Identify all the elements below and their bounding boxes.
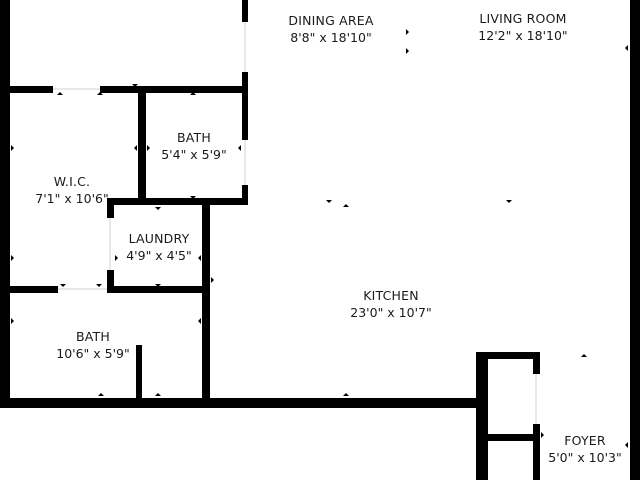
room-label-foyer: FOYER 5'0" x 10'3" — [530, 432, 640, 466]
marker-arrow — [97, 92, 103, 95]
marker-arrow — [625, 45, 628, 51]
marker-arrow — [506, 200, 512, 203]
wall-laundry-right — [202, 198, 210, 408]
marker-arrow — [343, 393, 349, 396]
room-name: DINING AREA — [288, 13, 374, 28]
marker-arrow — [406, 29, 409, 35]
wall-foyer-closet — [482, 434, 534, 441]
marker-arrow — [406, 48, 409, 54]
marker-arrow — [155, 393, 161, 396]
room-name: LAUNDRY — [128, 231, 190, 246]
marker-arrow — [190, 92, 196, 95]
marker-arrow — [11, 318, 14, 324]
room-name: LIVING ROOM — [479, 11, 567, 26]
room-dimensions: 10'6" x 5'9" — [56, 346, 130, 361]
wall-wic-bottom-left — [0, 286, 58, 293]
marker-arrow — [343, 204, 349, 207]
marker-arrow — [211, 277, 214, 283]
marker-arrow — [57, 92, 63, 95]
marker-arrow — [155, 284, 161, 287]
room-name: FOYER — [564, 433, 606, 448]
room-label-living-room: LIVING ROOM 12'2" x 18'10" — [458, 10, 588, 44]
wall-foyer-left — [476, 352, 488, 480]
wall-laundry-bottom — [107, 286, 210, 293]
room-dimensions: 23'0" x 10'7" — [350, 305, 432, 320]
room-name: BATH — [177, 130, 211, 145]
marker-arrow — [190, 196, 196, 199]
marker-arrow — [581, 354, 587, 357]
room-label-laundry: LAUNDRY 4'9" x 4'5" — [110, 230, 208, 264]
marker-arrow — [96, 284, 102, 287]
marker-arrow — [198, 318, 201, 324]
marker-arrow — [98, 393, 104, 396]
wall-left-outer — [0, 0, 10, 408]
room-name: KITCHEN — [363, 288, 419, 303]
wall-foyer-top — [482, 352, 540, 359]
marker-arrow — [11, 145, 14, 151]
room-name: BATH — [76, 329, 110, 344]
marker-arrow — [11, 255, 14, 261]
room-dimensions: 5'0" x 10'3" — [548, 450, 622, 465]
room-dimensions: 8'8" x 18'10" — [290, 30, 372, 45]
room-dimensions: 7'1" x 10'6" — [35, 191, 109, 206]
marker-arrow — [625, 442, 628, 448]
wall-foyer-right-top — [533, 352, 540, 374]
marker-arrow — [60, 284, 66, 287]
wall-bath-upper-right-low — [242, 185, 248, 205]
wall-laundry-left — [107, 198, 114, 218]
marker-arrow — [115, 255, 118, 261]
marker-arrow — [238, 145, 241, 151]
wall-bottom — [0, 398, 488, 408]
marker-arrow — [132, 84, 138, 87]
wall-upper-stub — [242, 0, 248, 22]
wall-lower-bath-stub — [136, 345, 142, 405]
marker-arrow — [541, 432, 544, 438]
wall-laundry-left-low — [107, 270, 114, 292]
wall-foyer-right-bottom — [533, 424, 540, 480]
wall-bath-laundry — [108, 198, 248, 205]
marker-arrow — [155, 207, 161, 210]
wall-wic-top-right — [100, 86, 248, 93]
wall-bath-upper-right — [242, 72, 248, 140]
marker-arrow — [326, 200, 332, 203]
dimension-markers — [11, 29, 628, 448]
marker-arrow — [134, 145, 137, 151]
room-name: W.I.C. — [53, 174, 91, 189]
door-openings — [53, 22, 537, 424]
room-dimensions: 5'4" x 5'9" — [161, 147, 227, 162]
room-label-dining-area: DINING AREA 8'8" x 18'10" — [266, 12, 396, 46]
room-label-wic: W.I.C. 7'1" x 10'6" — [22, 173, 122, 207]
marker-arrow — [198, 255, 201, 261]
room-dimensions: 12'2" x 18'10" — [478, 28, 568, 43]
room-label-bath-lower: BATH 10'6" x 5'9" — [38, 328, 148, 362]
wall-right-outer — [630, 0, 640, 480]
room-dimensions: 4'9" x 4'5" — [126, 248, 192, 263]
marker-arrow — [147, 145, 150, 151]
wall-wic-bath-divider — [138, 90, 146, 204]
room-label-kitchen: KITCHEN 23'0" x 10'7" — [326, 287, 456, 321]
room-label-bath-upper: BATH 5'4" x 5'9" — [150, 129, 238, 163]
wall-wic-top-left — [0, 86, 53, 93]
